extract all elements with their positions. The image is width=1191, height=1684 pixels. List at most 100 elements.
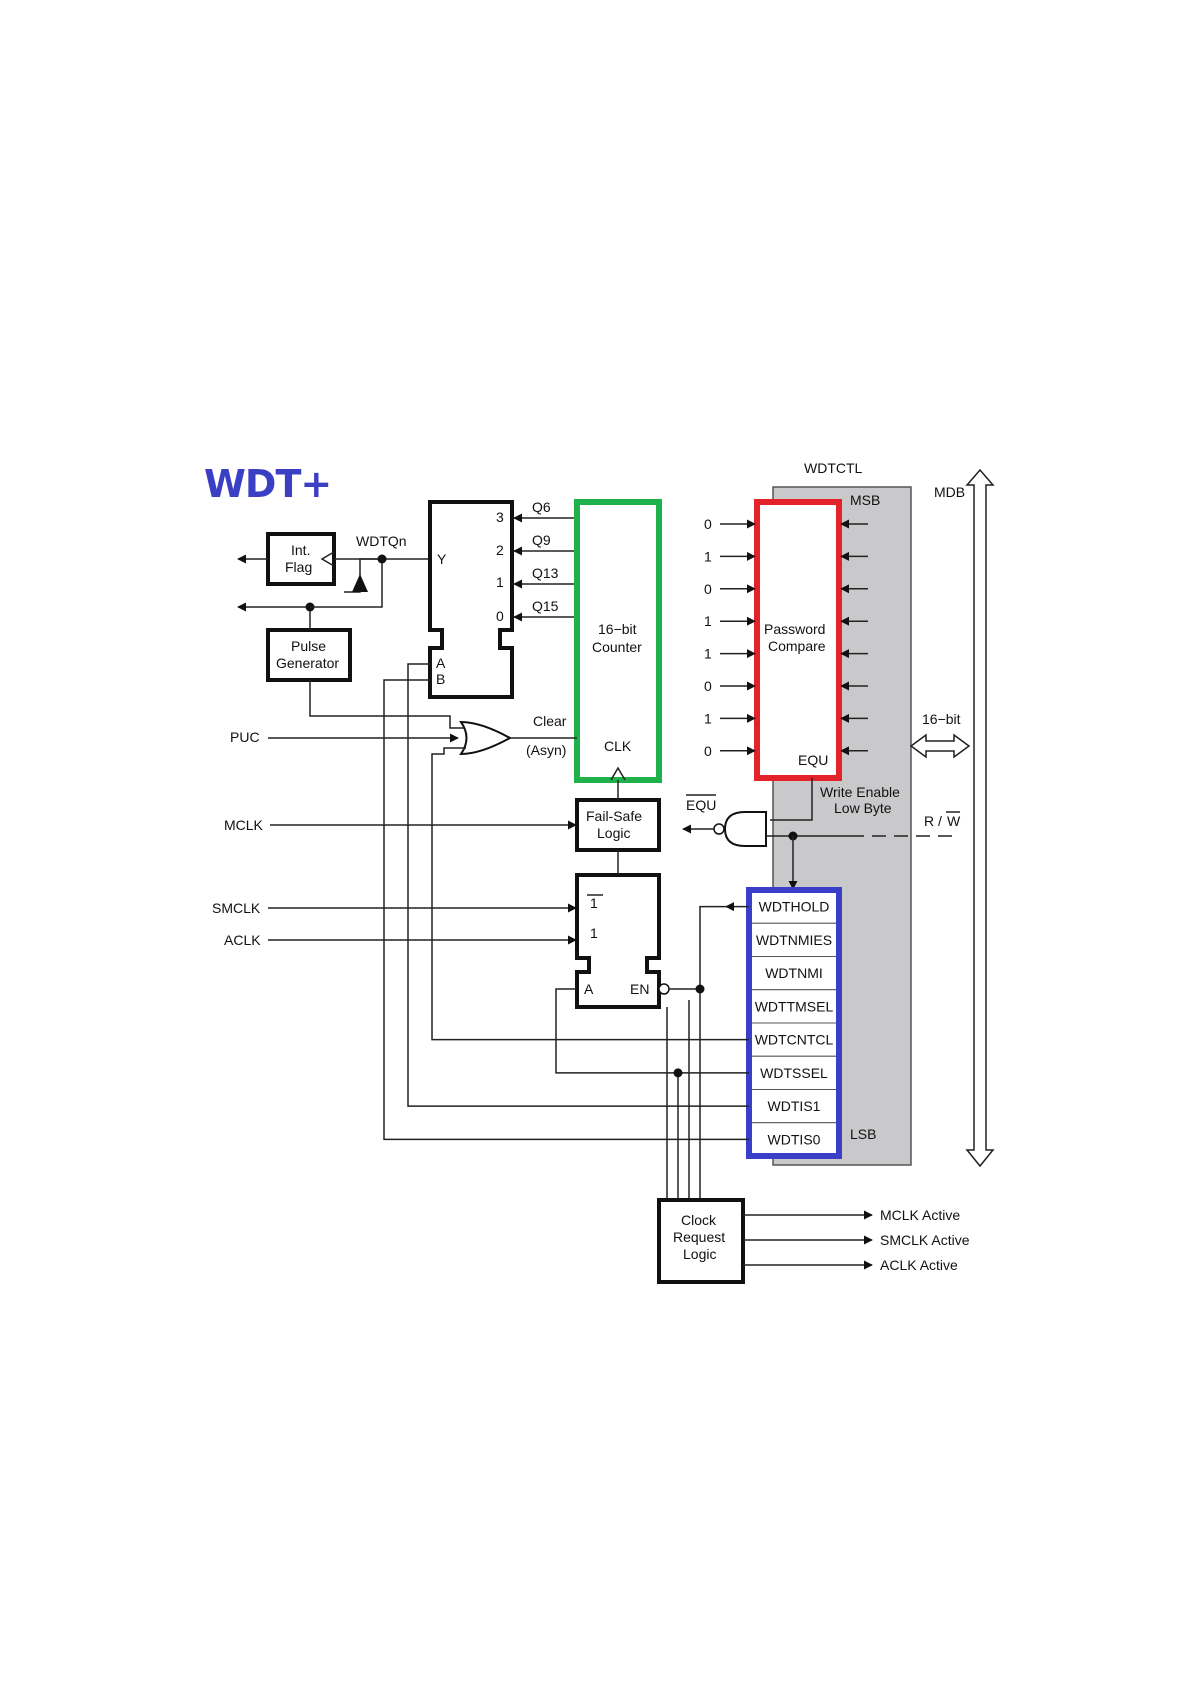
password-bit-label: 0 (704, 581, 712, 597)
equ-label: EQU (798, 752, 828, 768)
equ-bar-label: EQU (686, 797, 716, 813)
pulse-generator-block (266, 628, 352, 682)
w-label: W (947, 813, 961, 829)
clk-label: CLK (604, 738, 632, 754)
int-flag-label-2: Flag (285, 559, 312, 575)
int-flag-clock-input (320, 551, 335, 567)
clock-mux-input-top: 1 (590, 895, 598, 911)
register-bit-label: WDTNMIES (756, 932, 832, 948)
password-bits: 0 1 0 1 1 0 1 0 (704, 516, 868, 759)
equ-to-nand (770, 778, 813, 821)
wdtqn-label: WDTQn (356, 533, 407, 549)
fail-safe-label-2: Logic (597, 825, 630, 841)
int-flag-label-1: Int. (291, 542, 310, 558)
clock-request-label-3: Logic (683, 1246, 716, 1262)
password-compare-label-1: Password (764, 621, 825, 637)
mdb-label: MDB (934, 484, 965, 500)
register-bit-cell (748, 1055, 840, 1090)
register-wires (383, 663, 749, 1200)
mux-b-label: B (436, 671, 445, 687)
pulse-generator-label-2: Generator (276, 655, 339, 671)
mux-input-2: 2 (496, 542, 504, 558)
tap-label: Q9 (532, 532, 551, 548)
pulse-generator-label-1: Pulse (291, 638, 326, 654)
clear-label: Clear (533, 713, 567, 729)
smclk-label: SMCLK (212, 900, 261, 916)
lsb-label: LSB (850, 1126, 876, 1142)
password-bit-label: 1 (704, 548, 712, 564)
tap-mux-block (428, 500, 514, 699)
aclk-active-label: ACLK Active (880, 1257, 958, 1273)
nand-gate (723, 811, 767, 847)
mdb-bus (965, 468, 995, 1168)
edge-detector-icon (352, 574, 368, 592)
smclk-active-label: SMCLK Active (880, 1232, 970, 1248)
register-bit-label: WDTSSEL (760, 1065, 828, 1081)
password-bit-label: 0 (704, 678, 712, 694)
diagram-title: WDT+ (204, 462, 332, 506)
wdtcntcl-to-or (431, 747, 749, 1041)
clock-mux-en-bubble (658, 983, 670, 995)
wdtis1-to-mux-a (407, 663, 749, 1107)
mux-input-3: 3 (496, 509, 504, 525)
clock-request-block (657, 1198, 745, 1284)
mux-a-label: A (436, 655, 446, 671)
password-compare-label-2: Compare (768, 638, 826, 654)
puc-label: PUC (230, 729, 260, 745)
wire-junction (673, 1068, 683, 1078)
wdtis0-to-mux-b (383, 679, 749, 1141)
pulse-to-or (309, 680, 464, 729)
counter-label-2: Counter (592, 639, 642, 655)
tap-label: Q15 (532, 598, 559, 614)
fail-safe-label-1: Fail-Safe (586, 808, 642, 824)
wdtctl-label: WDTCTL (804, 460, 863, 476)
nand-output-bubble (713, 823, 725, 835)
tap-label: Q6 (532, 499, 551, 515)
register-bit-cell (748, 922, 840, 957)
write-enable-label-2: Low Byte (834, 800, 892, 816)
clock-request-label-2: Request (673, 1229, 725, 1245)
clock-mux-en-label: EN (630, 981, 649, 997)
bus-arrow-16bit (909, 733, 971, 759)
register-bit-cell (748, 1022, 840, 1057)
register-bit-label: WDTTMSEL (755, 998, 834, 1014)
register-bit-cell (748, 989, 840, 1024)
password-bit-label: 1 (704, 710, 712, 726)
counter-label-1: 16−bit (598, 621, 637, 637)
register-bit-label: WDTIS1 (768, 1098, 821, 1114)
clock-mux-input-bottom: 1 (590, 925, 598, 941)
clk-input-triangle (610, 766, 626, 781)
or-gate (459, 720, 513, 756)
register-bits: WDTHOLD WDTNMIES WDTNMI WDTTMSEL WDTCNTCL WDT… (748, 889, 840, 1157)
clock-request-label-1: Clock (681, 1212, 717, 1228)
mclk-active-label: MCLK Active (880, 1207, 960, 1223)
wdtqn-to-pulse (310, 559, 383, 608)
msb-label: MSB (850, 492, 880, 508)
register-bit-label: WDTNMI (765, 965, 823, 981)
register-bit-label: WDTIS0 (768, 1131, 821, 1147)
aclk-label: ACLK (224, 932, 261, 948)
asyn-label: (Asyn) (526, 742, 566, 758)
bus-width-label: 16−bit (922, 711, 961, 727)
register-bit-cell (748, 956, 840, 991)
password-bit-label: 0 (704, 516, 712, 532)
register-bit-label: WDTHOLD (759, 899, 830, 915)
password-bit-label: 1 (704, 646, 712, 662)
password-compare-block (757, 502, 839, 778)
wire-junction (695, 984, 705, 994)
r-label: R / (924, 813, 942, 829)
mux-y-label: Y (437, 551, 447, 567)
register-bit-label: WDTCNTCL (755, 1032, 834, 1048)
register-bit-cell (748, 1089, 840, 1124)
password-highlight (754, 499, 842, 781)
wdtqn-junction (377, 554, 387, 564)
write-enable-label-1: Write Enable (820, 784, 900, 800)
password-bit-label: 1 (704, 613, 712, 629)
password-bit-label: 0 (704, 743, 712, 759)
wdthold-to-clock-request (699, 905, 726, 1200)
wdtssel-to-mux (555, 988, 749, 1074)
register-highlight (746, 887, 842, 1159)
mclk-label: MCLK (224, 817, 264, 833)
mux-input-0: 0 (496, 608, 504, 624)
